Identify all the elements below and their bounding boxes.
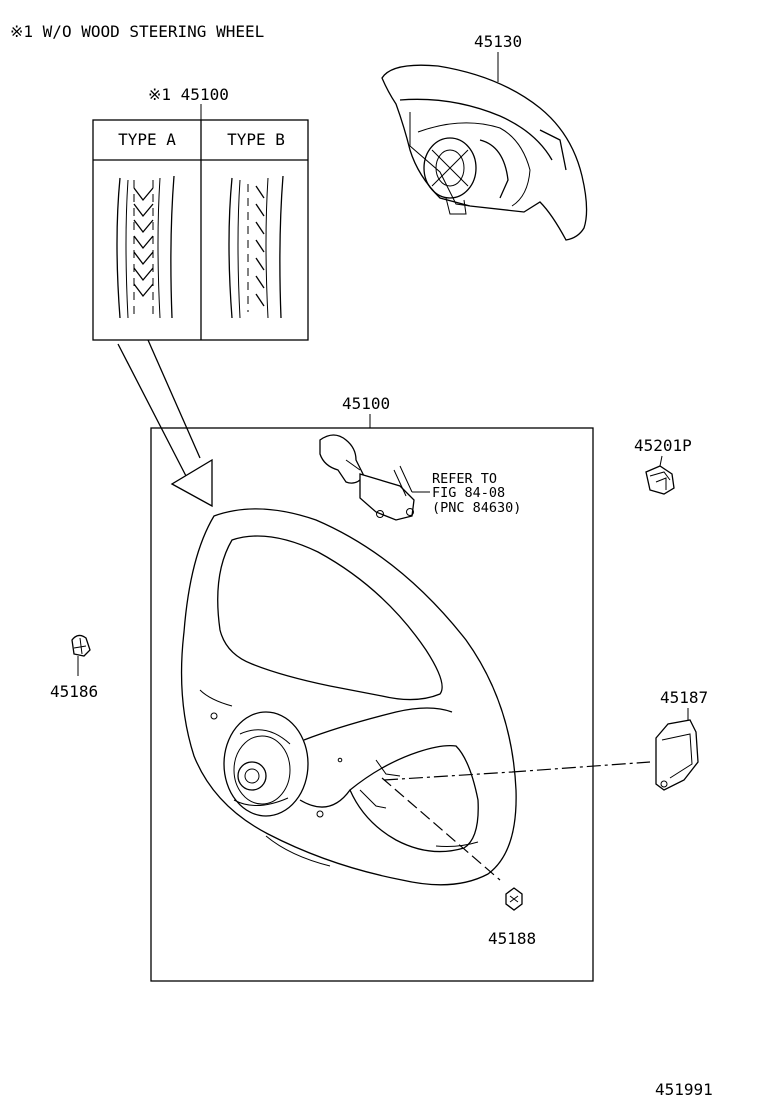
refer-line-3: (PNC 84630) xyxy=(432,500,521,516)
steering-wheel-drawing xyxy=(180,508,517,886)
label-45188: 45188 xyxy=(488,929,536,948)
cover-45187: 45187 xyxy=(655,688,708,791)
steering-wheel-assembly-45100: 45100 REFER TO FIG 84-08 (PNC 84630) xyxy=(150,394,594,982)
label-45130: 45130 xyxy=(474,32,522,51)
clip-45186: 45186 xyxy=(50,634,98,701)
inset-callout: ※1 45100 xyxy=(148,85,229,104)
inset-pointer-arrow xyxy=(117,339,213,508)
leader-dash-45188 xyxy=(381,777,501,881)
nut-45201p: 45201P xyxy=(634,436,692,495)
leader-45201p xyxy=(659,455,663,467)
label-45201p: 45201P xyxy=(634,436,692,455)
steering-switch-connector xyxy=(319,434,430,521)
type-b-grip-drawing xyxy=(228,175,284,319)
refer-line-2: FIG 84-08 xyxy=(432,485,505,501)
screw-45188: 45188 xyxy=(381,777,536,948)
label-45100: 45100 xyxy=(342,394,390,413)
type-a-header: TYPE A xyxy=(118,130,176,149)
airbag-pad-45130: 45130 xyxy=(381,32,588,241)
type-a-grip-drawing xyxy=(116,175,175,319)
assembly-frame xyxy=(150,427,594,982)
label-45186: 45186 xyxy=(50,682,98,701)
figure-id: 451991 xyxy=(655,1080,713,1099)
type-b-header: TYPE B xyxy=(227,130,285,149)
refer-line-1: REFER TO xyxy=(432,471,497,487)
leader-dash-45187 xyxy=(383,761,651,781)
label-45187: 45187 xyxy=(660,688,708,707)
type-inset: ※1 45100 TYPE A TYPE B xyxy=(92,85,309,341)
note-text: ※1 W/O WOOD STEERING WHEEL xyxy=(10,22,264,41)
